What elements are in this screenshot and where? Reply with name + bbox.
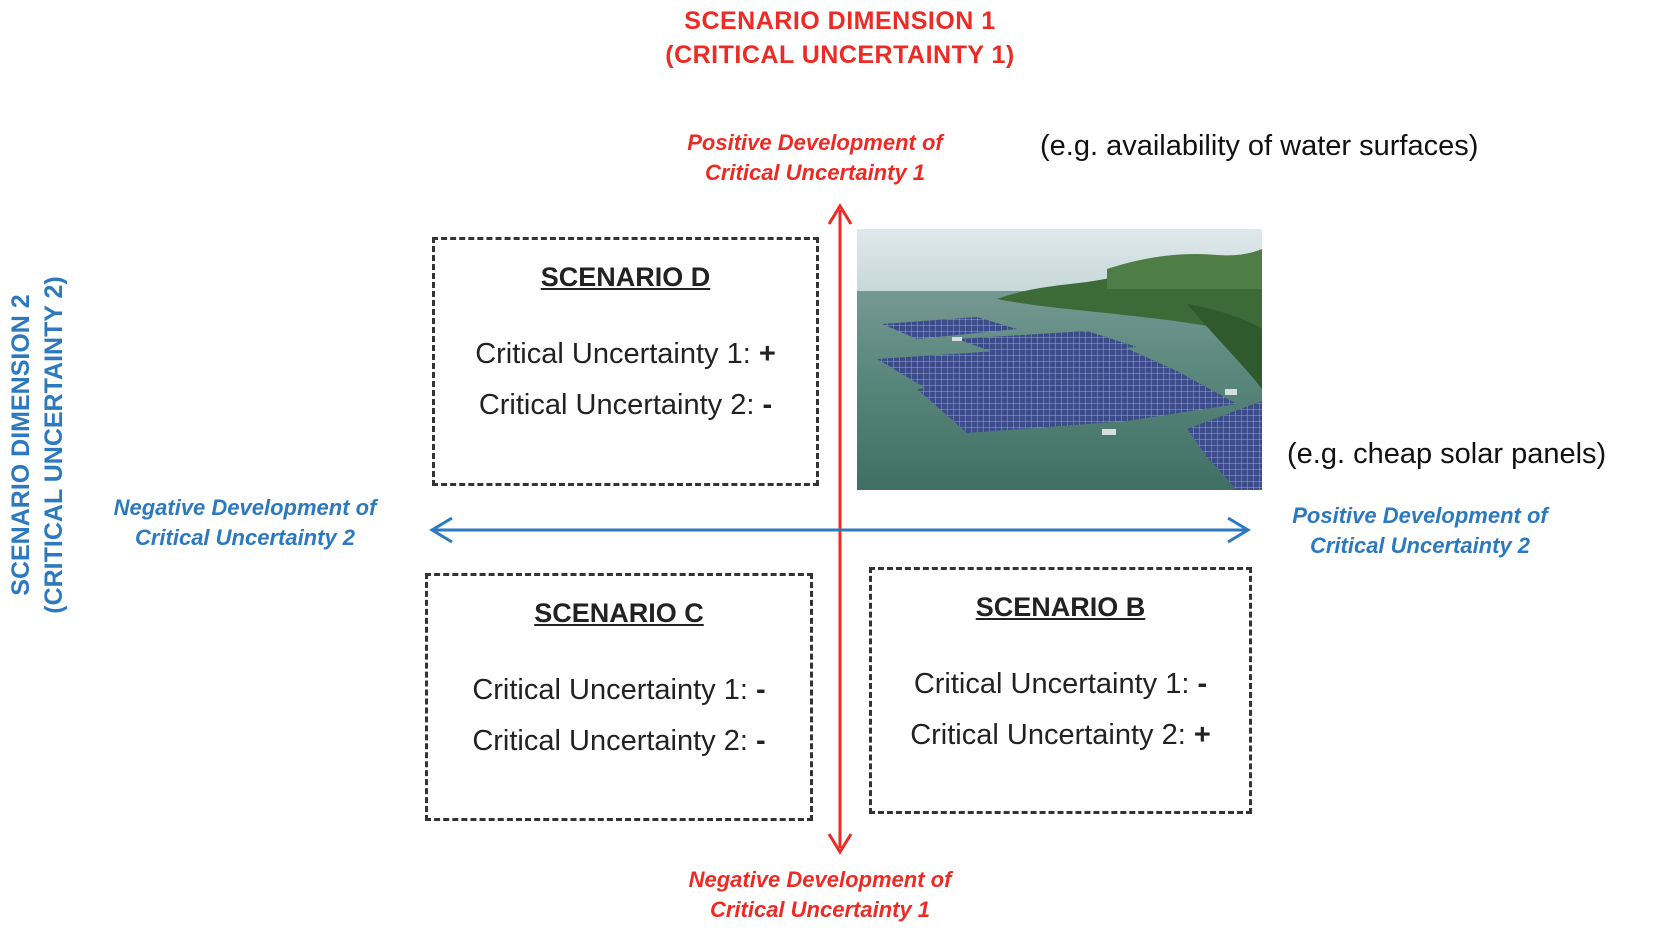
scenario-b-uncertainty2: Critical Uncertainty 2: + [872,710,1249,761]
scenario-b-uncertainty2-value: + [1193,719,1211,751]
scenario-b-title: SCENARIO B [975,592,1146,622]
scenario-c-box: SCENARIO C Critical Uncertainty 1: - Cri… [425,573,813,821]
dimension1-title: SCENARIO DIMENSION 1 (CRITICAL UNCERTAIN… [560,4,1120,72]
negative-uncertainty2-line1: Negative Development of [113,495,377,520]
positive-uncertainty1-line2: Critical Uncertainty 1 [704,160,926,185]
positive-uncertainty1-label: Positive Development of Critical Uncerta… [650,128,980,188]
scenario-d-uncertainty2: Critical Uncertainty 2: - [435,380,816,431]
positive-uncertainty2-label: Positive Development of Critical Uncerta… [1250,501,1590,561]
scenario-d-uncertainty1-label: Critical Uncertainty 1: [475,338,751,370]
scenario-c-uncertainty1: Critical Uncertainty 1: - [428,665,810,716]
dimension1-title-line1: SCENARIO DIMENSION 1 [684,7,996,35]
scenario-b-uncertainty2-label: Critical Uncertainty 2: [910,719,1186,751]
dimension2-title-line2: (CRITICAL UNCERTAINTY 2) [40,276,68,614]
negative-uncertainty1-label: Negative Development of Critical Uncerta… [655,865,985,925]
solar-panels-example: (e.g. cheap solar panels) [1287,438,1607,470]
scenario-c-uncertainty2-label: Critical Uncertainty 2: [472,725,748,757]
positive-uncertainty2-line1: Positive Development of [1292,503,1548,528]
negative-uncertainty1-line1: Negative Development of [688,867,952,892]
scenario-d-title: SCENARIO D [540,262,711,292]
dimension1-title-line2: (CRITICAL UNCERTAINTY 1) [665,41,1015,69]
horizontal-axis-arrow [429,516,1251,544]
scenario-b-uncertainty1-value: - [1197,668,1208,700]
water-surfaces-example: (e.g. availability of water surfaces) [1040,130,1479,162]
scenario-d-uncertainty2-label: Critical Uncertainty 2: [478,389,755,421]
scenario-d-uncertainty1: Critical Uncertainty 1: + [435,329,816,380]
positive-uncertainty1-line1: Positive Development of [687,130,943,155]
scenario-d-box: SCENARIO D Critical Uncertainty 1: + Cri… [432,237,819,486]
negative-uncertainty1-line2: Critical Uncertainty 1 [709,897,931,922]
scenario-c-uncertainty1-label: Critical Uncertainty 1: [472,674,748,706]
scenario-c-uncertainty1-value: - [755,674,766,706]
positive-uncertainty2-line2: Critical Uncertainty 2 [1309,533,1531,558]
scenario-b-box: SCENARIO B Critical Uncertainty 1: - Cri… [869,567,1252,814]
dimension2-title-line1: SCENARIO DIMENSION 2 [7,294,35,596]
scenario-c-title: SCENARIO C [534,598,704,628]
negative-uncertainty2-line2: Critical Uncertainty 2 [134,525,356,550]
scenario-c-uncertainty2-value: - [755,725,766,757]
scenario-d-uncertainty2-value: - [762,389,773,421]
floating-solar-farm-photo [857,229,1262,490]
scenario-b-uncertainty1-label: Critical Uncertainty 1: [913,668,1190,700]
scenario-c-uncertainty2: Critical Uncertainty 2: - [428,716,810,767]
scenario-b-uncertainty1: Critical Uncertainty 1: - [872,659,1249,710]
scenario-d-uncertainty1-value: + [758,338,776,370]
negative-uncertainty2-label: Negative Development of Critical Uncerta… [70,493,420,553]
dimension2-title: SCENARIO DIMENSION 2 (CRITICAL UNCERTAIN… [5,255,71,635]
